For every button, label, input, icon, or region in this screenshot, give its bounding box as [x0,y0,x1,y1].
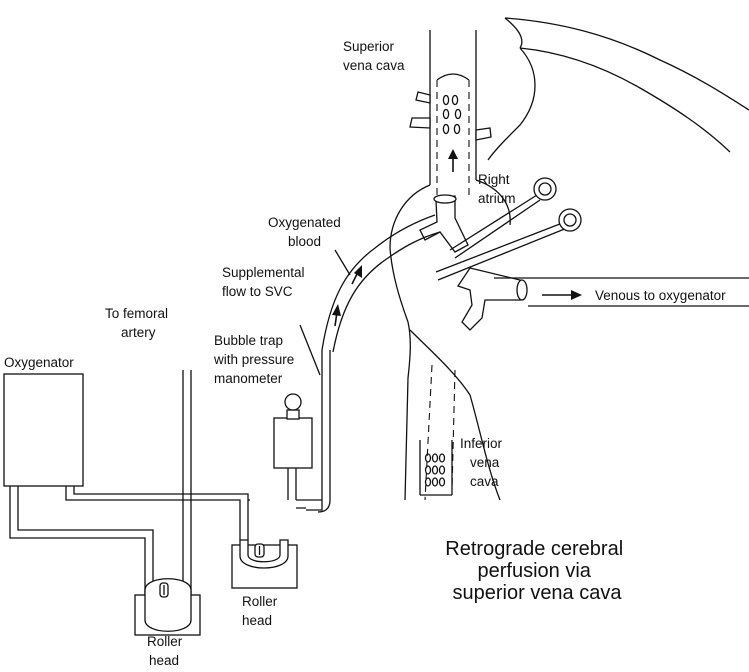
label-roller-head-left: Roller head [147,634,186,668]
bubble-trap [273,393,313,469]
label-inferior-vena-cava: Inferior vena cava [460,436,506,489]
venous-return-cannula [456,267,749,331]
superior-vena-cava [409,30,492,200]
roller-head-right [231,539,298,589]
label-oxygenator: Oxygenator [4,355,74,370]
roller-head-left [134,578,201,636]
right-atrium [389,179,511,501]
atrial-y-cannula [419,194,469,253]
label-venous-to-oxygenator: Venous to oxygenator [595,288,726,303]
oxygenator [3,373,84,487]
label-supplemental-flow: Supplemental flow to SVC [222,265,308,299]
aortic-arch-outline [487,17,749,161]
svc-perfusion-holes [442,94,462,135]
oxygenator-tubing [9,462,322,595]
ivc-holes [419,440,453,496]
label-to-femoral-artery: To femoral artery [105,306,172,340]
label-right-atrium: Right atrium [478,172,516,206]
label-pointers [299,249,351,376]
snare-rings [435,177,582,281]
femoral-artery-line [182,370,192,595]
label-superior-vena-cava: Superior vena cava [343,39,405,73]
label-bubble-trap: Bubble trap with pressure manometer [213,333,298,386]
diagram-title: Retrograde cerebral perfusion via superi… [445,538,628,604]
oxygenated-blood-tube [306,214,441,513]
label-oxygenated-blood: Oxygenated blood [268,215,345,249]
label-roller-head-right: Roller head [242,594,281,628]
